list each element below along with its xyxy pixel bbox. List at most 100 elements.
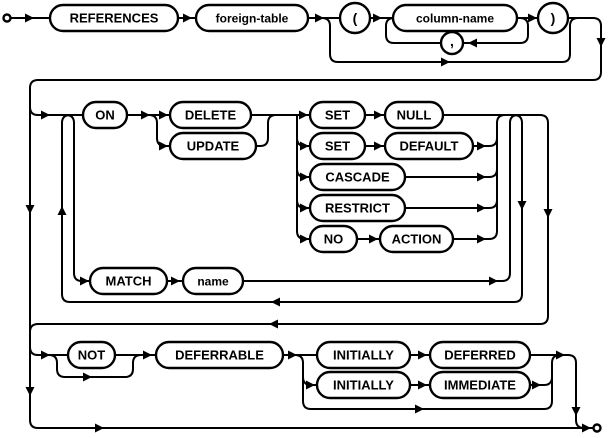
node-shape	[383, 131, 475, 161]
connector-row5-merge	[453, 114, 506, 240]
node-label: name	[197, 275, 229, 289]
arrow-right-icon	[300, 172, 309, 182]
node-column-name: column-name	[391, 3, 519, 33]
arrow-right-icon	[171, 276, 180, 286]
connector-main-spine	[29, 17, 602, 429]
arrow-right-icon	[374, 110, 383, 120]
node-label: column-name	[416, 12, 494, 26]
node-shape	[308, 100, 367, 130]
node-label: INITIALLY	[333, 348, 394, 363]
arrow-left-icon	[271, 297, 280, 307]
arrow-right-icon	[477, 203, 486, 213]
connector-not-bypass	[48, 354, 142, 378]
node-shape	[168, 100, 253, 130]
node-open-paren: (	[338, 1, 372, 35]
node-delete: DELETE	[168, 100, 253, 130]
node-label: DELETE	[185, 108, 237, 123]
arrow-right-icon	[477, 172, 486, 182]
arrow-right-icon	[415, 404, 424, 414]
node-shape	[391, 3, 519, 33]
node-shape	[181, 266, 245, 296]
node-shape	[154, 340, 285, 370]
node-no: NO	[308, 224, 359, 254]
arrow-left-icon	[468, 38, 477, 48]
node-label: RESTRICT	[325, 201, 390, 216]
node-update: UPDATE	[168, 131, 258, 161]
connector-update-merge	[256, 114, 277, 147]
node-close-paren: )	[536, 1, 570, 35]
node-label: SET	[325, 139, 350, 154]
node-initially-2: INITIALLY	[315, 370, 412, 400]
arrow-right-icon	[95, 423, 104, 433]
arrow-down-icon	[25, 205, 35, 214]
node-set-1: SET	[308, 100, 367, 130]
arrow-right-icon	[441, 57, 450, 67]
node-initially-1: INITIALLY	[315, 340, 412, 370]
node-restrict: RESTRICT	[308, 193, 407, 223]
node-shape	[536, 1, 570, 35]
node-label: ,	[450, 33, 454, 49]
connector-bottom-entry	[29, 346, 68, 356]
arrow-right-icon	[141, 110, 150, 120]
arrow-right-icon	[556, 350, 565, 360]
arrow-right-icon	[80, 276, 89, 286]
node-shape	[308, 131, 367, 161]
connector-initially-branch	[294, 354, 561, 410]
arrow-right-icon	[300, 203, 309, 213]
node-action: ACTION	[378, 224, 455, 254]
connector-row4-merge	[405, 199, 498, 209]
connector-row3-merge	[405, 168, 498, 178]
arrow-right-icon	[299, 110, 308, 120]
node-null: NULL	[383, 100, 445, 130]
node-shape	[194, 3, 310, 33]
node-label: ON	[95, 108, 115, 123]
arrow-right-icon	[532, 380, 541, 390]
arrow-right-icon	[83, 372, 92, 382]
arrow-down-icon	[517, 201, 527, 210]
node-cascade: CASCADE	[308, 162, 407, 192]
arrow-right-icon	[374, 141, 383, 151]
node-label: IMMEDIATE	[444, 378, 516, 393]
start-terminal-icon	[2, 13, 12, 23]
node-shape	[308, 162, 407, 192]
node-shape	[66, 340, 117, 370]
node-label: ACTION	[392, 232, 442, 247]
node-deferrable: DEFERRABLE	[154, 340, 285, 370]
node-label: REFERENCES	[70, 11, 159, 26]
arrow-right-icon	[41, 350, 50, 360]
node-on: ON	[81, 100, 129, 130]
node-not: NOT	[66, 340, 117, 370]
node-label: DEFERRABLE	[175, 348, 264, 363]
arrow-right-icon	[528, 13, 537, 23]
node-label: foreign-table	[216, 12, 289, 26]
arrow-down-icon	[543, 209, 553, 218]
connector-match-merge	[243, 114, 519, 282]
node-label: NULL	[397, 108, 432, 123]
arrow-right-icon	[306, 380, 315, 390]
node-label: SET	[325, 108, 350, 123]
arrow-right-icon	[418, 350, 427, 360]
node-shape	[81, 100, 129, 130]
node-shape	[48, 3, 180, 33]
node-label: (	[353, 10, 358, 26]
node-shape	[383, 100, 445, 130]
arrow-right-icon	[183, 13, 192, 23]
arrow-right-icon	[373, 13, 382, 23]
node-label: )	[551, 10, 556, 26]
arrow-right-icon	[489, 276, 498, 286]
node-label: DEFAULT	[400, 139, 459, 154]
node-shape	[315, 340, 412, 370]
arrow-right-icon	[418, 380, 427, 390]
node-default: DEFAULT	[383, 131, 475, 161]
node-shape	[88, 266, 169, 296]
node-deferred: DEFERRED	[428, 340, 532, 370]
node-shape	[338, 1, 372, 35]
connector-group-entry	[29, 106, 83, 116]
arrow-right-icon	[315, 13, 324, 23]
arrow-right-icon	[159, 141, 168, 151]
node-references: REFERENCES	[48, 3, 180, 33]
arrow-right-icon	[159, 110, 168, 120]
arrowheads	[25, 13, 606, 433]
arrow-right-icon	[477, 141, 486, 151]
